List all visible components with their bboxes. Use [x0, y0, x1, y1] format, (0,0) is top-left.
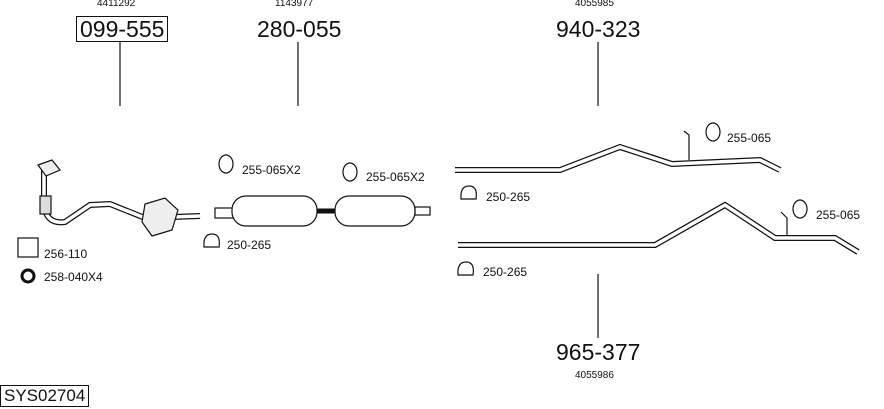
- pipe-965-377: [458, 201, 860, 255]
- clamp-icon: [457, 261, 474, 276]
- reference-number: 4411292: [97, 0, 136, 9]
- hanger-icon: [705, 122, 721, 142]
- accessory-label: 250-265: [486, 190, 531, 204]
- part-number[interactable]: 280-055: [257, 16, 342, 42]
- muffler-assembly: [214, 195, 431, 227]
- clamp-icon: [460, 185, 477, 200]
- front-pipe-catalyst: [37, 159, 201, 237]
- accessory-label: 255-065: [816, 208, 861, 222]
- reference-number: 4055986: [575, 370, 614, 381]
- hanger-icon: [218, 154, 234, 174]
- accessory-label: 250-265: [483, 265, 528, 279]
- accessory-label: 255-065X2: [242, 163, 301, 177]
- gasket-icon: [17, 237, 39, 258]
- reference-number: 4055985: [575, 0, 614, 9]
- part-number[interactable]: 965-377: [556, 339, 641, 365]
- part-number[interactable]: 940-323: [556, 16, 641, 42]
- part-number[interactable]: 099-555: [76, 16, 169, 42]
- hanger-icon: [792, 199, 808, 219]
- accessory-label: 250-265: [227, 238, 272, 252]
- accessory-label: 258-040X4: [44, 270, 103, 284]
- accessory-label: 255-065: [727, 131, 772, 145]
- system-code: SYS02704: [0, 385, 90, 407]
- pipe-940-323: [455, 130, 782, 173]
- nut-icon: [20, 268, 36, 284]
- accessory-label: 255-065X2: [366, 170, 425, 184]
- accessory-label: 256-110: [44, 247, 88, 261]
- hanger-icon: [342, 162, 358, 182]
- reference-number: 1143977: [275, 0, 314, 9]
- clamp-icon: [203, 233, 220, 248]
